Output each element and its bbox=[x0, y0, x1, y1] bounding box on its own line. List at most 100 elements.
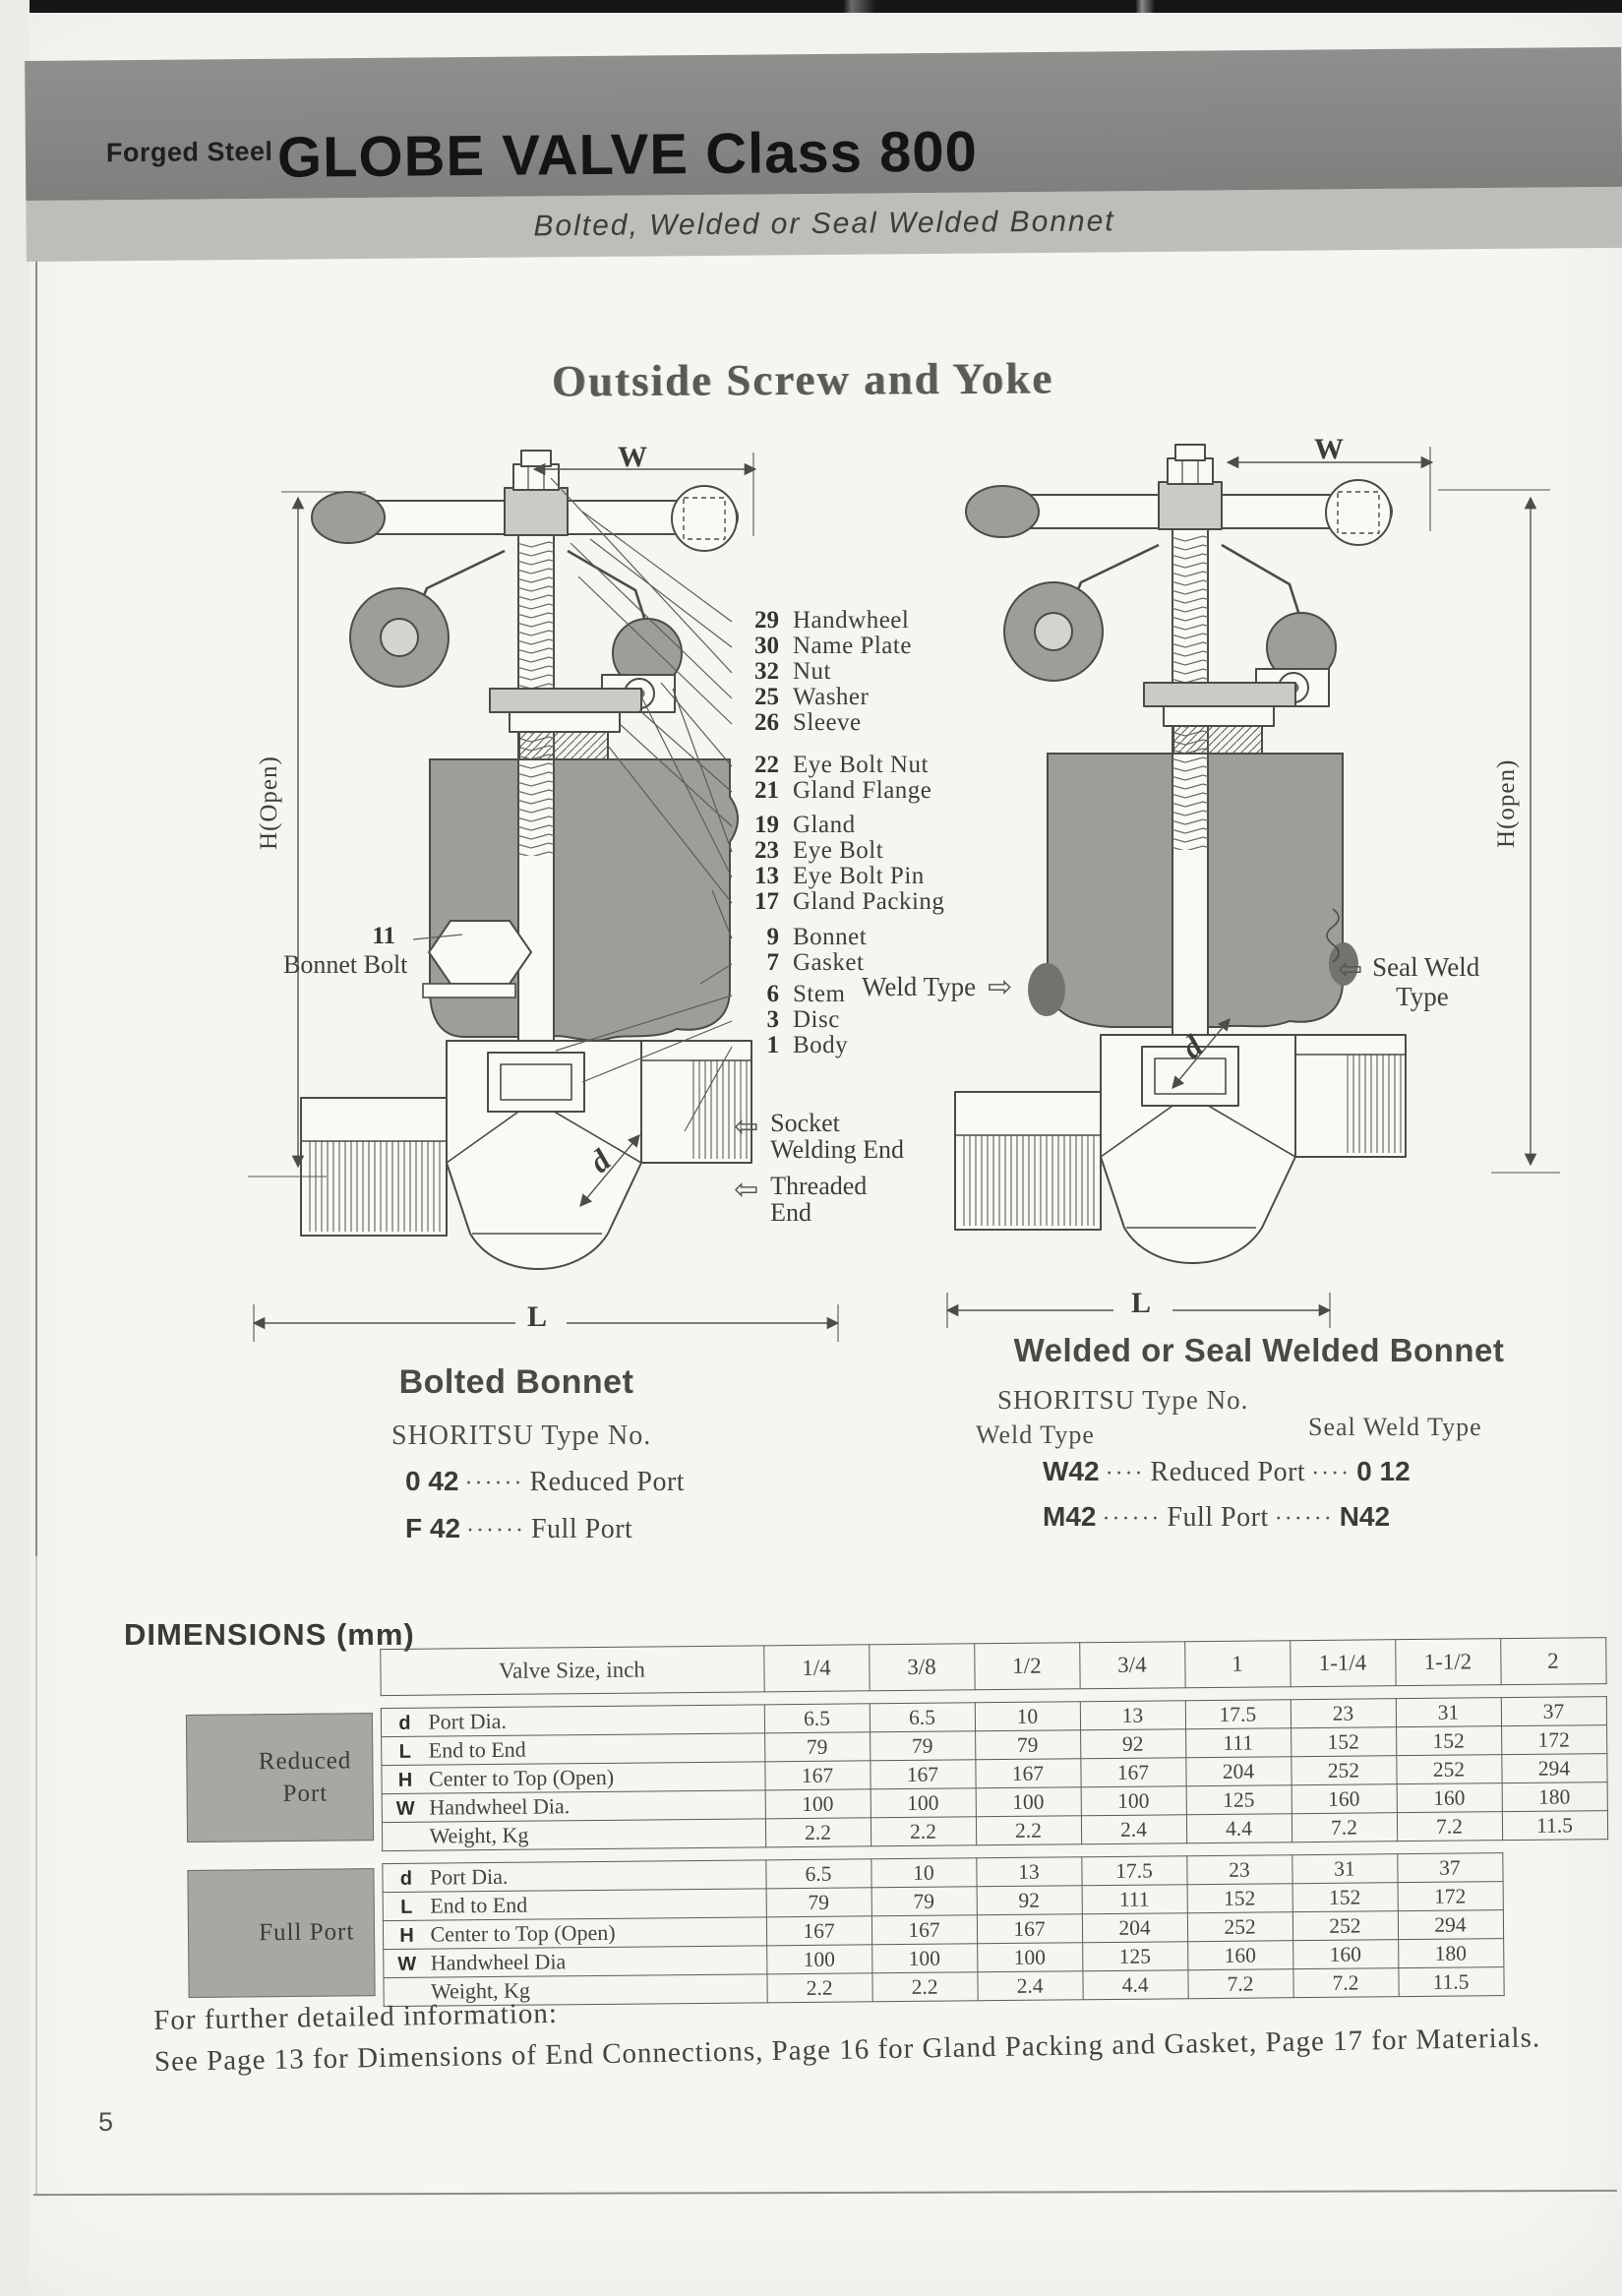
dim-value: 17.5 bbox=[1081, 1855, 1187, 1886]
dim-value: 204 bbox=[1081, 1912, 1188, 1943]
dim-value: 125 bbox=[1185, 1784, 1292, 1815]
part-label: Disc bbox=[793, 1006, 840, 1033]
row-label: Handwheel Dia. bbox=[429, 1793, 571, 1820]
part-label: Gland Packing bbox=[793, 888, 945, 915]
dim-h-right: H(open) bbox=[1493, 758, 1520, 848]
dim-value: 92 bbox=[1080, 1728, 1186, 1759]
dim-value: 2.2 bbox=[975, 1815, 1082, 1845]
welded-type-row: W42 ···· Reduced Port ···· 0 12 bbox=[1043, 1456, 1411, 1488]
part-label: Handwheel bbox=[793, 607, 910, 634]
dim-value: 17.5 bbox=[1184, 1699, 1292, 1729]
dim-value: 13 bbox=[1079, 1700, 1186, 1730]
dots: ······ bbox=[466, 1518, 525, 1543]
dim-w-right: W bbox=[1314, 433, 1344, 465]
part-label: Bonnet bbox=[793, 924, 868, 950]
part-number: 11 bbox=[372, 923, 395, 949]
weld-type-callout: Weld Type ⇨ bbox=[862, 972, 1012, 1002]
dim-value: 2.4 bbox=[1080, 1814, 1187, 1844]
part-label: Bonnet Bolt bbox=[283, 950, 408, 979]
seal-weld-line2: Type bbox=[1396, 982, 1449, 1011]
dim-value-empty bbox=[1502, 1852, 1607, 1882]
full-port-box: Full Port bbox=[187, 1867, 376, 1998]
group-reduced-port: Reduced Port bbox=[184, 1709, 382, 1853]
dim-value: 180 bbox=[1501, 1782, 1607, 1812]
type-code: W42 bbox=[1043, 1456, 1100, 1486]
dim-value: 167 bbox=[870, 1759, 976, 1789]
size-col: 3/4 bbox=[1079, 1641, 1185, 1689]
dim-value: 160 bbox=[1396, 1782, 1502, 1813]
part-number: 25 bbox=[754, 684, 779, 710]
dim-value: 79 bbox=[764, 1731, 871, 1762]
dim-value: 252 bbox=[1291, 1755, 1397, 1785]
row-symbol: W bbox=[397, 1953, 417, 1975]
type-code: 0 42 bbox=[405, 1466, 459, 1496]
size-col: 3/8 bbox=[869, 1643, 975, 1691]
leader-lines bbox=[412, 477, 733, 1132]
part-label: Nut bbox=[793, 658, 831, 685]
scan-left-edge-line-faint bbox=[35, 1556, 37, 2194]
dim-value: 37 bbox=[1500, 1696, 1607, 1726]
part-item: 29 Handwheel bbox=[740, 608, 944, 634]
dim-l-left: L bbox=[527, 1300, 548, 1333]
socket-welding-end-label: ⇦ Socket Welding End bbox=[734, 1110, 904, 1163]
dim-value: 294 bbox=[1501, 1753, 1607, 1783]
dim-value: 7.2 bbox=[1396, 1811, 1503, 1842]
scan-left-margin bbox=[0, 0, 30, 2296]
dimensions-heading: DIMENSIONS (mm) bbox=[124, 1617, 415, 1652]
size-col: 1 bbox=[1184, 1640, 1291, 1688]
part-label: Washer bbox=[793, 684, 870, 710]
dots: ···· bbox=[1311, 1461, 1352, 1486]
dim-value: 160 bbox=[1292, 1939, 1399, 1969]
dim-value: 167 bbox=[1080, 1757, 1186, 1787]
part-number: 19 bbox=[754, 812, 779, 838]
part-label: Name Plate bbox=[793, 633, 912, 659]
dim-value: 152 bbox=[1292, 1882, 1398, 1912]
row-label: Center to Top (Open) bbox=[428, 1764, 615, 1791]
welded-bonnet-heading: Welded or Seal Welded Bonnet bbox=[1013, 1332, 1505, 1368]
threaded-end-line1: Threaded bbox=[770, 1172, 868, 1200]
dim-value: 2.2 bbox=[764, 1817, 871, 1847]
row-label: Port Dia. bbox=[428, 1708, 508, 1734]
row-symbol: L bbox=[398, 1740, 411, 1763]
scan-top-strip bbox=[0, 0, 1622, 13]
part-number: 26 bbox=[754, 709, 779, 736]
part-label: Sleeve bbox=[793, 709, 862, 736]
dim-value: 2.2 bbox=[870, 1816, 977, 1846]
dim-value-empty bbox=[1503, 1909, 1608, 1939]
dim-value: 167 bbox=[765, 1915, 872, 1946]
seal-weld-line1: Seal Weld bbox=[1372, 952, 1480, 982]
dim-value: 125 bbox=[1082, 1941, 1188, 1971]
dim-value: 172 bbox=[1501, 1724, 1607, 1755]
dim-value: 10 bbox=[871, 1857, 977, 1888]
row-label: Weight, Kg bbox=[429, 1822, 529, 1848]
row-label: End to End bbox=[428, 1736, 526, 1763]
dim-value: 79 bbox=[765, 1887, 871, 1917]
reduced-port-box: Reduced Port bbox=[185, 1712, 374, 1843]
type-code: 0 12 bbox=[1356, 1456, 1411, 1486]
dim-value: 100 bbox=[975, 1786, 1081, 1817]
dim-value: 92 bbox=[976, 1885, 1082, 1915]
part-number: 29 bbox=[754, 607, 779, 634]
bolted-type-row: 0 42 ······ Reduced Port bbox=[405, 1466, 685, 1498]
part-label: Eye Bolt bbox=[793, 837, 884, 864]
dim-value: 152 bbox=[1186, 1883, 1292, 1913]
welded-type-row: M42 ······ Full Port ······ N42 bbox=[1043, 1501, 1390, 1534]
part-label: Gland bbox=[793, 812, 856, 838]
dim-value: 79 bbox=[870, 1730, 976, 1761]
dim-value: 4.4 bbox=[1185, 1813, 1292, 1843]
row-symbol: H bbox=[399, 1924, 414, 1947]
dim-value: 252 bbox=[1292, 1910, 1399, 1941]
dim-value: 160 bbox=[1187, 1940, 1293, 1970]
type-code: N42 bbox=[1339, 1501, 1391, 1532]
row-label: End to End bbox=[430, 1892, 528, 1918]
dots: ······ bbox=[1274, 1506, 1334, 1532]
